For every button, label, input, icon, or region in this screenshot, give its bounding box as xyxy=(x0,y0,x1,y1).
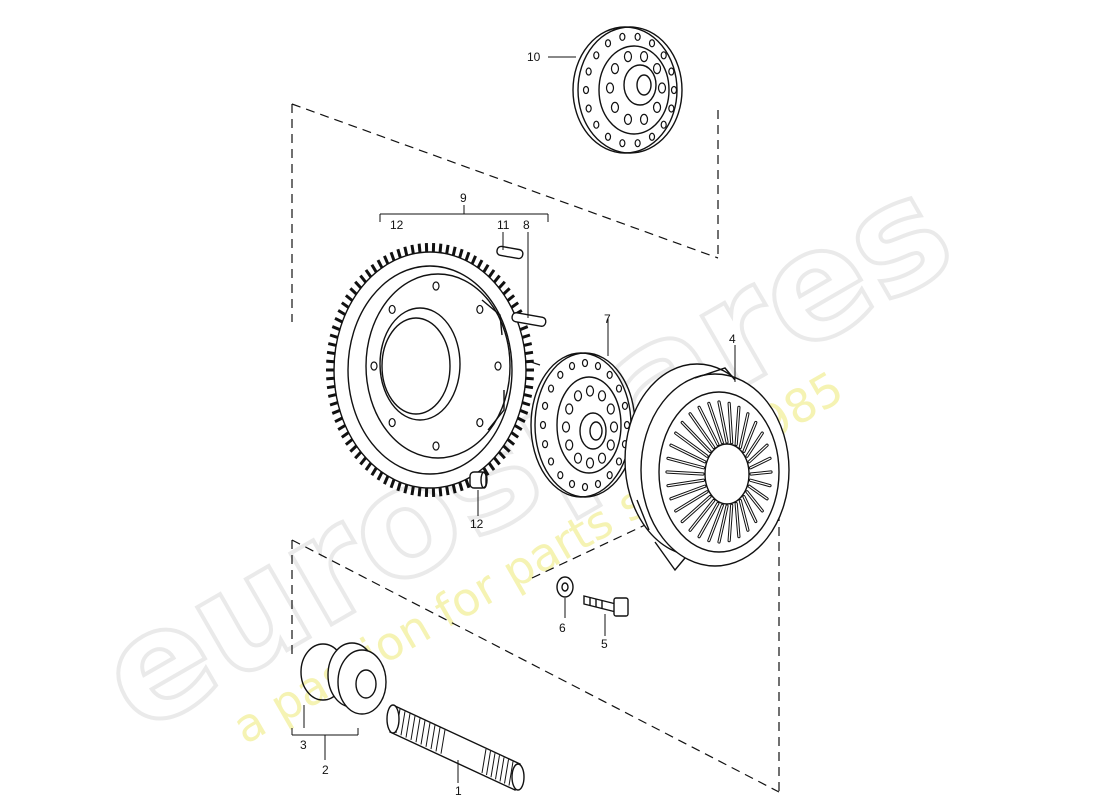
callout-11: 11 xyxy=(497,218,510,232)
bolt-12[interactable] xyxy=(469,471,488,489)
callout-1: 1 xyxy=(455,784,462,798)
dowel-pin-8[interactable] xyxy=(511,312,547,327)
callout-numbers: 10 9 12 11 8 7 4 12 6 5 3 2 1 xyxy=(300,50,736,798)
washer-6[interactable] xyxy=(556,576,574,598)
callout-7: 7 xyxy=(604,312,611,326)
leader-lines xyxy=(291,56,736,783)
callout-12-top: 12 xyxy=(390,218,404,232)
bolt-5[interactable] xyxy=(583,595,629,617)
pressure-plate-4[interactable] xyxy=(624,363,790,572)
callout-8: 8 xyxy=(523,218,530,232)
callout-10: 10 xyxy=(527,50,541,64)
callout-12-bottom: 12 xyxy=(470,517,484,531)
flywheel-assembly-9[interactable] xyxy=(326,243,534,497)
release-bearing-2[interactable] xyxy=(327,642,387,715)
callout-9: 9 xyxy=(460,191,467,205)
callout-4: 4 xyxy=(729,332,736,346)
callout-2: 2 xyxy=(322,763,329,777)
callout-3: 3 xyxy=(300,738,307,752)
pin-11[interactable] xyxy=(496,245,524,260)
callout-6: 6 xyxy=(559,621,566,635)
watermark: eurospares a passion for parts since 198… xyxy=(69,139,981,768)
watermark-brand: eurospares xyxy=(71,141,979,766)
clutch-disc-10[interactable] xyxy=(572,26,683,154)
callout-5: 5 xyxy=(601,637,608,651)
input-shaft-1[interactable] xyxy=(386,704,525,792)
